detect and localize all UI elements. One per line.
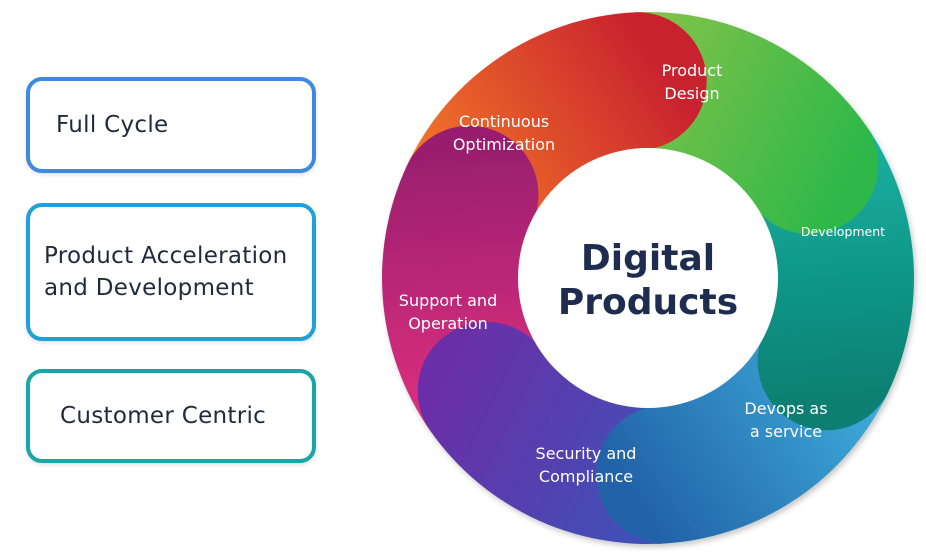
segment-label-devops-as-a-service-line1: Devops as bbox=[744, 399, 827, 418]
segment-label-product-design-line1: Product bbox=[662, 61, 723, 80]
segment-label-continuous-optimization-line1: Continuous bbox=[459, 112, 549, 131]
feature-card-full-cycle: Full Cycle bbox=[26, 77, 316, 173]
center-title-line2: Products bbox=[558, 282, 738, 323]
segment-label-development-line1: Development bbox=[801, 224, 885, 239]
feature-label: Full Cycle bbox=[56, 112, 169, 138]
feature-card-customer-centric: Customer Centric bbox=[26, 369, 316, 463]
segment-security-and-compliance bbox=[413, 316, 672, 544]
segment-product-design bbox=[624, 12, 883, 240]
segment-label-security-and-compliance-line1: Security and bbox=[536, 444, 637, 463]
segment-label-support-and-operation-line1: Support and bbox=[399, 291, 497, 310]
feature-label: Customer Centric bbox=[60, 403, 267, 429]
segment-devops-as-a-service bbox=[589, 332, 890, 544]
center-title-line1: Digital bbox=[581, 238, 715, 279]
segment-label-security-and-compliance-line2: Compliance bbox=[539, 467, 633, 486]
feature-card-product-acceleration: Product Acceleration and Development bbox=[26, 203, 316, 341]
segment-label-devops-as-a-service-line2: a service bbox=[750, 422, 822, 441]
segment-development bbox=[752, 125, 914, 437]
segment-label-continuous-optimization-line2: Optimization bbox=[453, 135, 555, 154]
segment-label-product-design-line2: Design bbox=[664, 84, 719, 103]
segment-label-support-and-operation-line2: Operation bbox=[408, 314, 488, 333]
wheel-center-disc bbox=[518, 148, 778, 408]
segment-support-and-operation bbox=[381, 119, 544, 431]
feature-label: Product Acceleration and Development bbox=[44, 243, 288, 301]
segment-continuous-optimization bbox=[406, 12, 707, 224]
